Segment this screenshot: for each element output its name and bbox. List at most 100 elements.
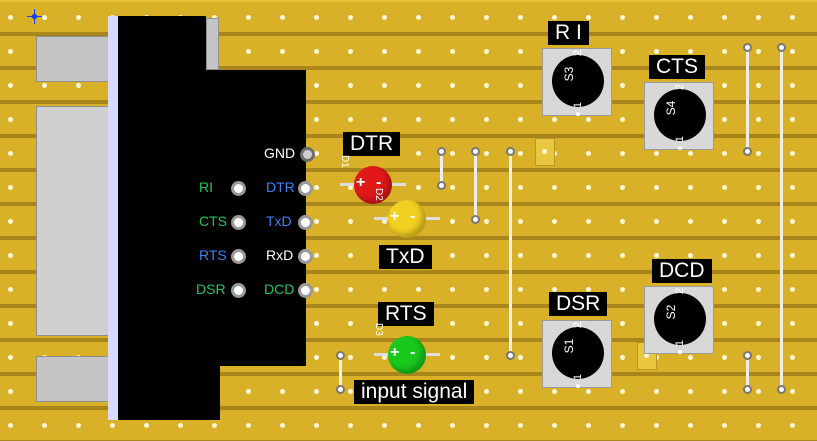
- pin-label-rxd: RxD: [266, 247, 294, 263]
- switch-s1-pin-dot: [576, 384, 580, 388]
- board-hole: [450, 185, 455, 190]
- board-hole: [484, 49, 489, 54]
- jumper-wire-1[interactable]: [440, 152, 443, 190]
- board-hole: [790, 423, 795, 428]
- strip-gap: [0, 134, 817, 138]
- pin-txd[interactable]: [298, 215, 313, 230]
- led-d1-minus: -: [376, 174, 382, 191]
- pin-label-cts: CTS: [199, 213, 227, 229]
- board-hole: [382, 287, 387, 292]
- jumper-wire-4-end-b: [336, 385, 345, 394]
- jumper-wire-2[interactable]: [474, 152, 477, 220]
- board-hole: [586, 423, 591, 428]
- board-hole: [518, 185, 523, 190]
- led-d2-plus: +: [390, 208, 400, 225]
- board-hole: [688, 185, 693, 190]
- board-hole: [518, 15, 523, 20]
- pin-gnd[interactable]: [300, 147, 315, 162]
- connector-tab-top: [206, 18, 219, 70]
- board-hole: [484, 185, 489, 190]
- board-hole: [348, 15, 353, 20]
- board-hole: [76, 83, 81, 88]
- board-hole: [688, 423, 693, 428]
- switch-s1-signal-label: DSR: [549, 292, 608, 316]
- jumper-wire-6-end-b: [777, 385, 786, 394]
- board-hole: [586, 151, 591, 156]
- switch-s2[interactable]: S2 2 1: [644, 286, 714, 354]
- board-hole: [76, 15, 81, 20]
- jumper-wire-3-end-a: [506, 147, 515, 156]
- jumper-wire-3[interactable]: [509, 152, 512, 356]
- board-hole: [42, 423, 47, 428]
- switch-s2-knob: [654, 293, 706, 345]
- board-hole: [484, 355, 489, 360]
- board-hole: [586, 219, 591, 224]
- led-d1-plus: +: [356, 174, 366, 191]
- board-hole: [8, 83, 13, 88]
- board-hole: [212, 15, 217, 20]
- board-hole: [756, 117, 761, 122]
- board-hole: [76, 423, 81, 428]
- board-hole: [756, 423, 761, 428]
- board-hole: [586, 15, 591, 20]
- switch-s3[interactable]: S3 2 1: [542, 48, 612, 116]
- board-hole: [722, 355, 727, 360]
- pin-dtr[interactable]: [298, 181, 313, 196]
- board-hole: [484, 83, 489, 88]
- switch-s4[interactable]: S4 2 1: [644, 82, 714, 150]
- pin-label-dcd: DCD: [264, 281, 295, 297]
- board-hole: [348, 355, 353, 360]
- led-d3-minus: -: [410, 344, 416, 361]
- board-hole: [552, 219, 557, 224]
- pin-rxd[interactable]: [298, 249, 313, 264]
- input-signal-label: input signal: [354, 380, 475, 404]
- board-hole: [246, 389, 251, 394]
- pin-label-gnd: GND: [264, 145, 296, 161]
- board-hole: [518, 219, 523, 224]
- board-hole: [450, 253, 455, 258]
- board-hole: [620, 117, 625, 122]
- pin-label-dsr: DSR: [196, 281, 226, 297]
- jumper-wire-7[interactable]: [746, 356, 749, 390]
- switch-s1[interactable]: S1 2 1: [542, 320, 612, 388]
- board-hole: [416, 15, 421, 20]
- board-hole: [722, 219, 727, 224]
- board-hole: [722, 253, 727, 258]
- led-d1[interactable]: + -: [340, 166, 406, 204]
- board-hole: [314, 117, 319, 122]
- board-hole: [518, 321, 523, 326]
- led-d1-lead-left: [340, 183, 354, 186]
- led-d2[interactable]: + -: [374, 200, 440, 238]
- jumper-wire-4-end-a: [336, 351, 345, 360]
- board-hole: [756, 219, 761, 224]
- jumper-wire-2-end-a: [471, 147, 480, 156]
- board-hole: [382, 49, 387, 54]
- board-hole: [8, 321, 13, 326]
- board-hole: [280, 15, 285, 20]
- board-hole: [790, 83, 795, 88]
- led-d3-lead-right: [426, 353, 440, 356]
- board-hole: [8, 49, 13, 54]
- jumper-wire-5[interactable]: [746, 48, 749, 154]
- board-hole: [484, 287, 489, 292]
- switch-s3-pin-dot: [576, 112, 580, 116]
- pin-ri[interactable]: [231, 181, 246, 196]
- board-hole: [552, 15, 557, 20]
- strip-gap: [0, 100, 817, 104]
- board-hole: [450, 219, 455, 224]
- pin-cts[interactable]: [231, 215, 246, 230]
- led-d3-ref: D3: [373, 323, 384, 336]
- jumper-wire-6[interactable]: [780, 48, 783, 390]
- led-d3[interactable]: + -: [374, 336, 440, 374]
- board-hole: [756, 49, 761, 54]
- board-hole: [484, 321, 489, 326]
- board-hole: [722, 49, 727, 54]
- jumper-wire-4[interactable]: [339, 356, 342, 390]
- connector-edge: [108, 16, 118, 420]
- pin-rts[interactable]: [231, 249, 246, 264]
- board-hole: [178, 423, 183, 428]
- pin-dsr[interactable]: [231, 283, 246, 298]
- jumper-wire-3-end-b: [506, 351, 515, 360]
- led-d2-signal-label: TxD: [379, 245, 432, 269]
- pin-dcd[interactable]: [298, 283, 313, 298]
